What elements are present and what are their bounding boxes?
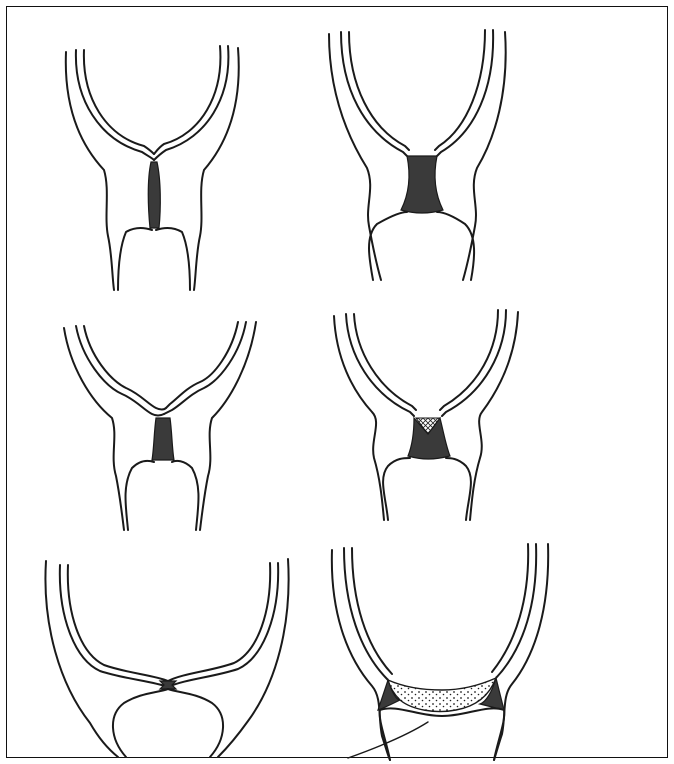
panel-a-diagram xyxy=(60,40,250,295)
panel-c-diagram xyxy=(60,318,270,538)
panel-f-diagram xyxy=(326,540,556,762)
panel-d-diagram xyxy=(328,308,528,528)
panel-e-diagram xyxy=(40,555,300,760)
panel-b-diagram xyxy=(325,28,525,288)
